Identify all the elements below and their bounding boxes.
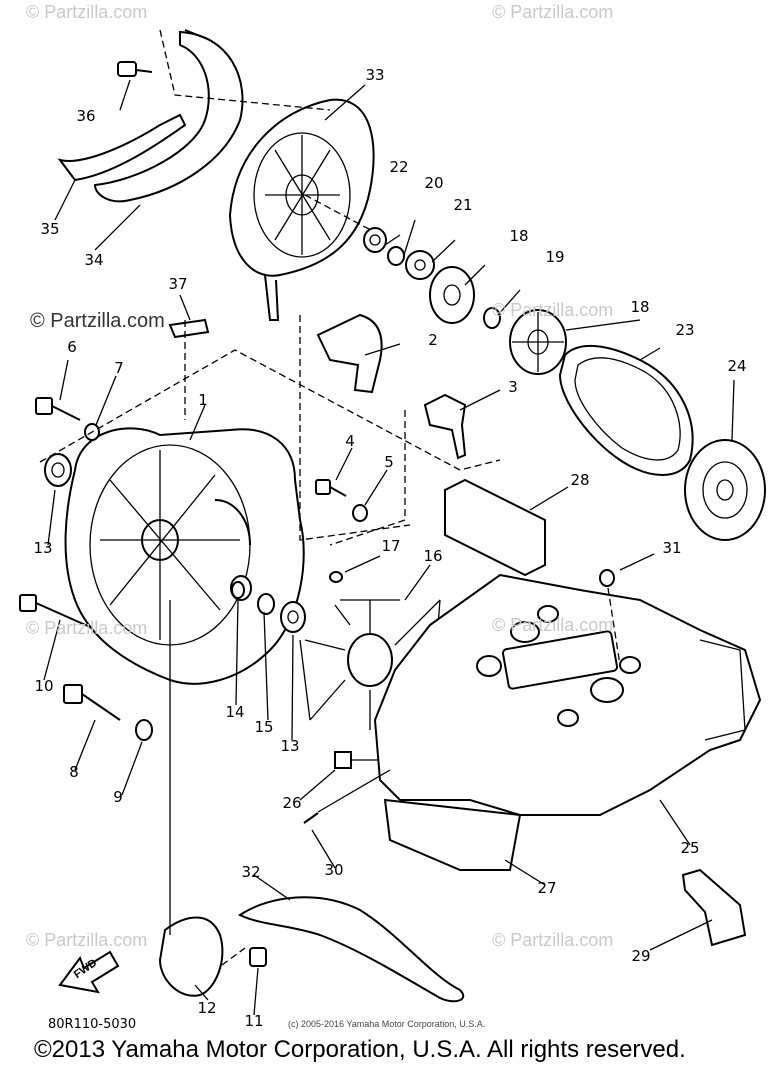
part-32-duct[interactable] <box>238 896 465 1003</box>
callout-22[interactable]: 22 <box>389 158 409 176</box>
callout-13-b[interactable]: 13 <box>280 737 300 755</box>
part-37-label[interactable] <box>168 318 210 339</box>
callout-23[interactable]: 23 <box>675 321 695 339</box>
callout-15[interactable]: 15 <box>254 718 274 736</box>
part-18-pulley-half-2[interactable] <box>509 309 567 375</box>
callout-8[interactable]: 8 <box>69 763 79 781</box>
callout-28[interactable]: 28 <box>570 471 590 489</box>
part-2-bracket[interactable] <box>316 313 383 394</box>
small-copyright: (c) 2005-2016 Yamaha Motor Corporation, … <box>288 1019 486 1029</box>
callout-5[interactable]: 5 <box>384 453 394 471</box>
callout-27[interactable]: 27 <box>537 879 557 897</box>
diagram-code: 80R110-5030 <box>48 1017 137 1032</box>
part-26-clip[interactable] <box>334 751 352 769</box>
callout-1[interactable]: 1 <box>198 391 208 409</box>
part-14-seal[interactable] <box>231 581 245 599</box>
watermark: © Partzilla.com <box>492 930 614 950</box>
part-27-seal[interactable] <box>383 798 522 871</box>
callout-2[interactable]: 2 <box>428 331 438 349</box>
part-19-spacer[interactable] <box>483 307 501 329</box>
part-6-bolt[interactable] <box>35 397 81 421</box>
part-28-pad[interactable] <box>444 478 546 577</box>
part-20-washer[interactable] <box>387 246 405 266</box>
callout-4[interactable]: 4 <box>345 432 355 450</box>
callout-20[interactable]: 20 <box>424 174 444 192</box>
part-22-nut[interactable] <box>363 227 387 253</box>
part-9-washer[interactable] <box>135 719 153 741</box>
callout-24[interactable]: 24 <box>727 357 747 375</box>
watermark: © Partzilla.com <box>26 2 148 22</box>
part-23-v-belt[interactable] <box>558 344 694 476</box>
part-18-pulley-half[interactable] <box>429 266 475 324</box>
part-34-strap[interactable] <box>93 29 244 203</box>
part-17-key[interactable] <box>329 571 343 583</box>
part-15-washer[interactable] <box>257 593 275 615</box>
callout-31[interactable]: 31 <box>662 539 682 557</box>
callout-18-b[interactable]: 18 <box>630 298 650 316</box>
callout-14[interactable]: 14 <box>225 703 245 721</box>
part-31-grommet[interactable] <box>599 569 615 587</box>
callout-26[interactable]: 26 <box>282 794 302 812</box>
part-12-cover-plate[interactable] <box>158 916 224 997</box>
part-21-washer[interactable] <box>405 250 435 280</box>
callout-7[interactable]: 7 <box>114 359 124 377</box>
callout-11[interactable]: 11 <box>244 1012 264 1030</box>
part-10-bolt[interactable] <box>19 594 91 628</box>
part-36-bolt[interactable] <box>117 61 153 77</box>
callout-21[interactable]: 21 <box>453 196 473 214</box>
part-13-bearing[interactable] <box>44 453 72 487</box>
part-11-nut[interactable] <box>249 947 267 967</box>
watermark: © Partzilla.com <box>26 930 148 950</box>
part-35-strap[interactable] <box>57 113 187 182</box>
part-25-shroud[interactable] <box>373 573 762 816</box>
callout-32[interactable]: 32 <box>241 863 261 881</box>
callout-18[interactable]: 18 <box>509 227 529 245</box>
part-13-bearing-2[interactable] <box>280 601 306 633</box>
callout-19[interactable]: 19 <box>545 248 565 266</box>
callout-25[interactable]: 25 <box>680 839 700 857</box>
callout-16[interactable]: 16 <box>423 547 443 565</box>
callout-37[interactable]: 37 <box>168 275 188 293</box>
callout-17[interactable]: 17 <box>381 537 401 555</box>
watermark: © Partzilla.com <box>492 300 614 320</box>
watermark-dark: © Partzilla.com <box>30 310 165 332</box>
part-24-pulley[interactable] <box>684 439 766 541</box>
callout-10[interactable]: 10 <box>34 677 54 695</box>
watermark: © Partzilla.com <box>492 2 614 22</box>
part-5-washer[interactable] <box>352 504 368 522</box>
part-33-fan-cover[interactable] <box>228 98 375 321</box>
part-3-clip[interactable] <box>423 393 467 460</box>
part-4-bolt[interactable] <box>315 479 347 497</box>
callout-9[interactable]: 9 <box>113 788 123 806</box>
callout-12[interactable]: 12 <box>197 999 217 1017</box>
forward-arrow-icon <box>58 950 120 994</box>
callout-35[interactable]: 35 <box>40 220 60 238</box>
part-30-screw[interactable] <box>303 812 319 824</box>
copyright-notice: ©2013 Yamaha Motor Corporation, U.S.A. A… <box>34 1036 686 1063</box>
callout-34[interactable]: 34 <box>84 251 104 269</box>
callout-29[interactable]: 29 <box>631 947 651 965</box>
callout-6[interactable]: 6 <box>67 338 77 356</box>
callout-36[interactable]: 36 <box>76 107 96 125</box>
part-29-bracket[interactable] <box>681 868 747 947</box>
callout-13[interactable]: 13 <box>33 539 53 557</box>
watermark: © Partzilla.com <box>492 615 614 635</box>
part-1-crankcase-cover[interactable] <box>64 427 305 685</box>
callout-30[interactable]: 30 <box>324 861 344 879</box>
callout-33[interactable]: 33 <box>365 66 385 84</box>
watermark: © Partzilla.com <box>26 618 148 638</box>
callout-3[interactable]: 3 <box>508 378 518 396</box>
part-8-bolt[interactable] <box>63 684 121 721</box>
